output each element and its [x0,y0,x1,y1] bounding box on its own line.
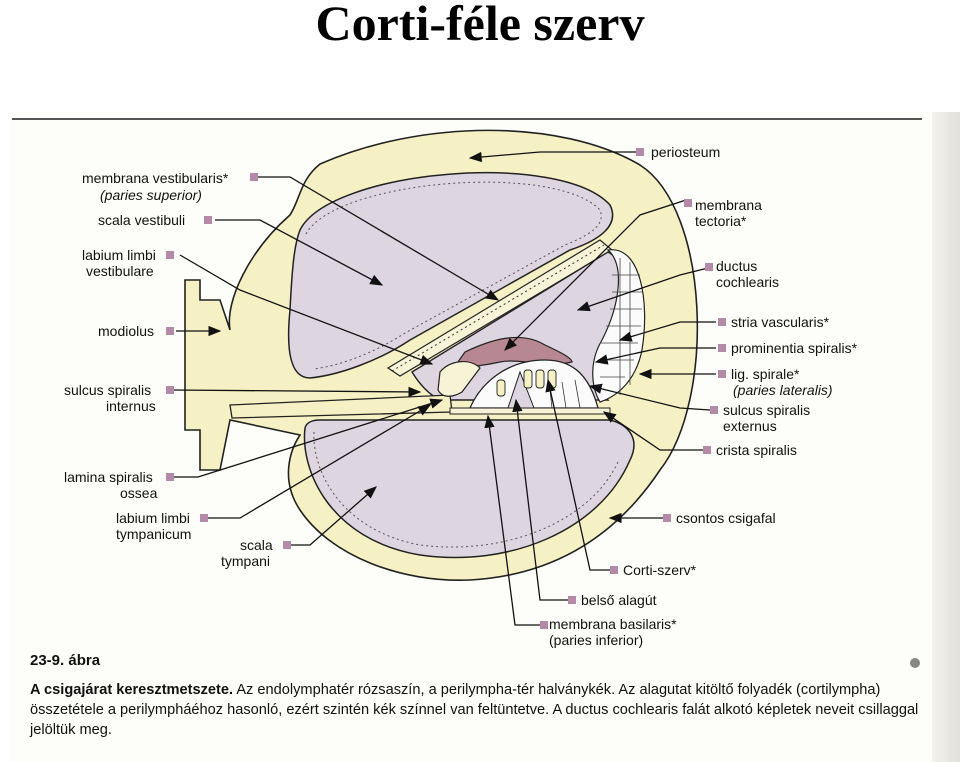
label-labium-limbi-tympanicum-1: labium limbi [116,510,190,526]
label-paries-inferior: (paries inferior) [549,632,643,648]
label-sulcus-spiralis-externus-2: externus [723,418,777,434]
label-sulcus-spiralis-internus-2: internus [106,398,156,414]
label-scala-tympani-2: tympani [221,553,270,569]
membrana-tectoria [453,336,573,368]
limbus-spiralis [437,361,481,397]
label-scala-vestibuli: scala vestibuli [98,212,185,228]
figure-caption: A csigajárat keresztmetszete. Az endolym… [30,680,925,740]
label-lamina-spiralis-ossea-2: ossea [120,485,158,501]
label-belso-alagut: belső alagút [581,592,657,608]
label-labium-limbi-vestibulare-2: vestibulare [86,263,154,279]
label-sulcus-spiralis-externus-1: sulcus spiralis [723,402,810,418]
figure-number: 23-9. ábra [30,652,101,669]
caption-lead: A csigajárat keresztmetszete. [30,682,234,698]
label-lig-spirale: lig. spirale* [731,366,800,382]
scala-tympani-area [303,419,635,559]
label-prominentia-spiralis: prominentia spiralis* [731,340,858,356]
scala-vestibuli-periosteum [305,181,602,370]
stria-vascularis-cells [598,258,642,395]
label-modiolus: modiolus [98,323,154,339]
label-sulcus-spiralis-internus-1: sulcus spiralis [64,382,151,398]
label-membrana-vestibularis: membrana vestibularis* [82,170,229,186]
pointer-lines [171,151,716,626]
label-markers [166,148,726,629]
label-crista-spiralis: crista spiralis [716,442,797,458]
label-membrana-basilaris: membrana basilaris* [549,616,677,632]
label-corti-szerv: Corti-szerv* [623,562,697,578]
label-scala-tympani-1: scala [240,537,273,553]
label-ductus-cochlearis-2: cochlearis [716,274,779,290]
page-title: Corti-féle szerv [315,0,645,51]
top-rule [12,118,922,120]
label-ductus-cochlearis-1: ductus [716,258,757,274]
label-stria-vascularis: stria vascularis* [731,314,830,330]
caption-body: Az endolymphatér rózsaszín, a perilympha… [30,682,919,738]
label-csontos-csigafal: csontos csigafal [676,510,776,526]
label-paries-superior: (paries superior) [100,187,202,203]
page-dot [910,658,920,668]
label-labium-limbi-tympanicum-2: tympanicum [116,526,191,542]
label-paries-lateralis: (paries lateralis) [733,382,833,398]
label-labium-limbi-vestibulare-1: labium limbi [82,247,156,263]
label-lamina-spiralis-ossea-1: lamina spiralis [64,469,153,485]
page-edge-shadow [932,112,960,762]
membrana-basilaris [449,407,611,415]
label-periosteum: periosteum [651,144,720,160]
label-membrana-tectoria-1: membrana [695,197,762,213]
membrana-vestibularis-dots [391,244,605,372]
label-membrana-tectoria-2: tectoria* [695,213,747,229]
